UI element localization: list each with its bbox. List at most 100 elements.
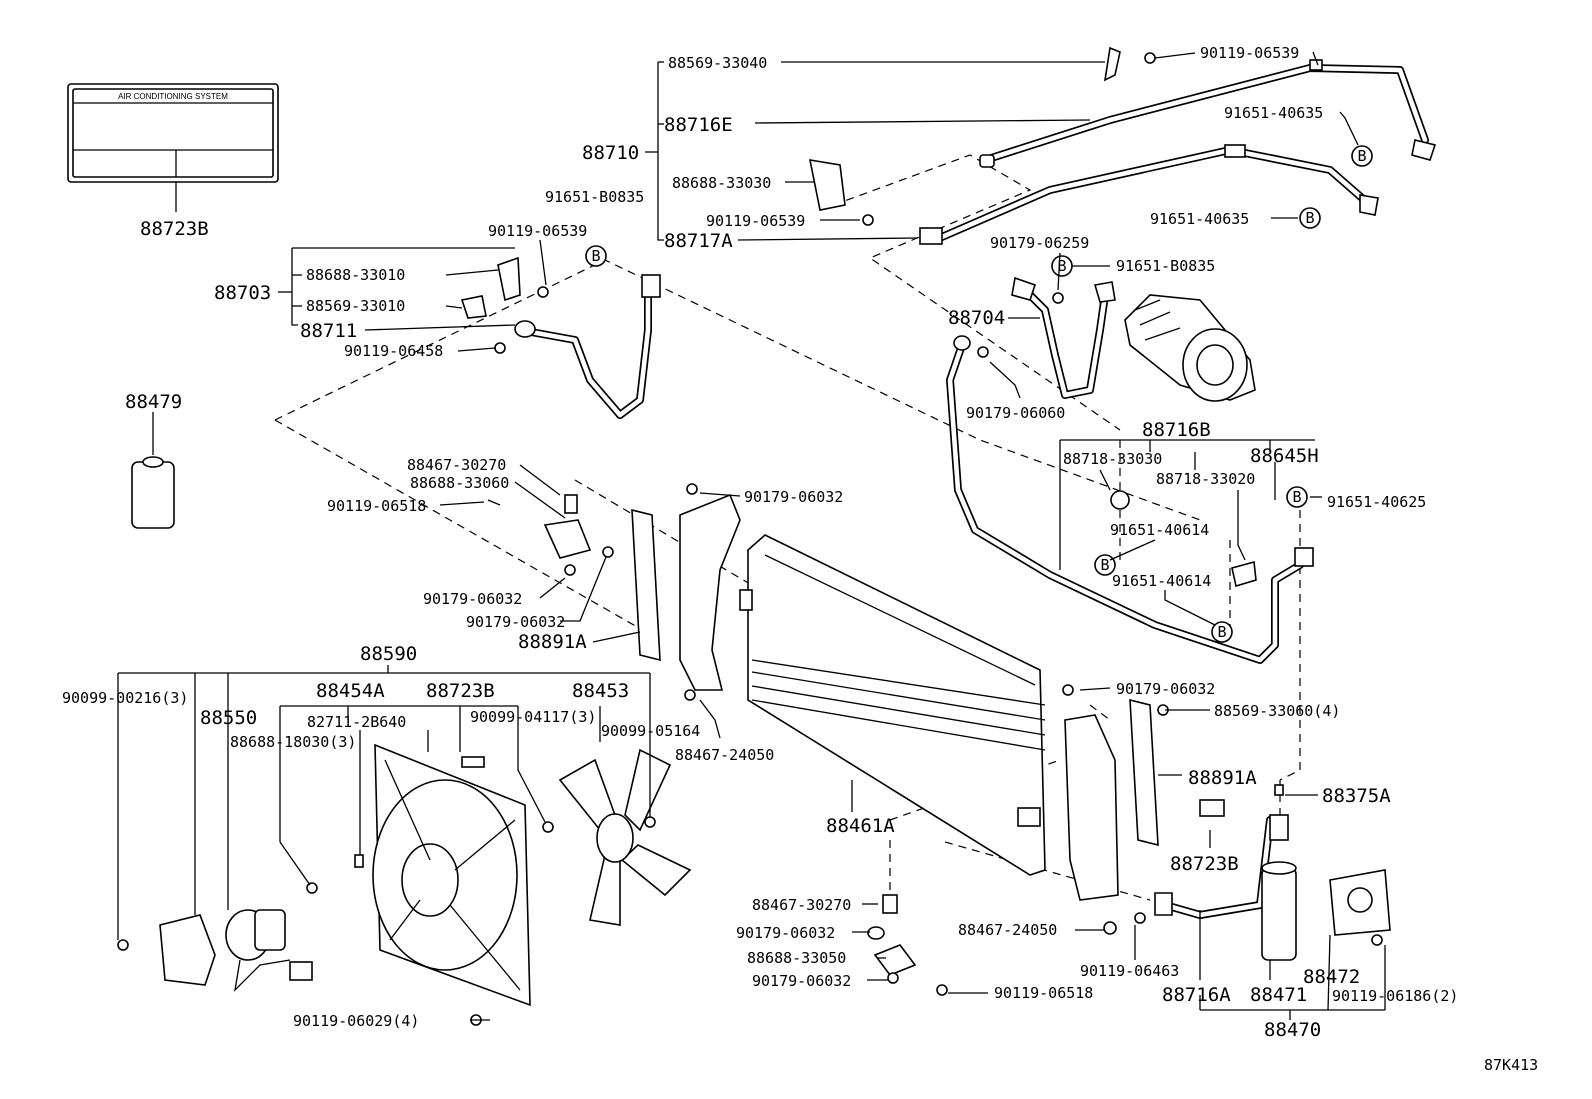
- svg-text:B: B: [1305, 209, 1314, 227]
- callout-90099-04117: 90099-04117(3): [470, 708, 596, 726]
- callout-91651-40614-b: 91651-40614: [1112, 572, 1211, 590]
- callout-88645H: 88645H: [1250, 445, 1319, 467]
- callout-90179-06032-c: 90179-06032: [744, 488, 843, 506]
- callout-88467-24050-a: 88467-24050: [675, 746, 774, 764]
- callout-88723B-top: 88723B: [140, 218, 209, 240]
- callout-88718-33030: 88718-33030: [1063, 450, 1162, 468]
- callout-90119-06186: 90119-06186(2): [1332, 987, 1458, 1005]
- callout-91651-B0835-b: 91651-B0835: [1116, 257, 1215, 275]
- callout-90119-06458: 90119-06458: [344, 342, 443, 360]
- pipe-fittings: [460, 46, 1437, 916]
- callout-88688-18030: 88688-18030(3): [230, 733, 356, 751]
- callout-88716B: 88716B: [1142, 419, 1211, 441]
- callout-88688-33050: 88688-33050: [747, 949, 846, 967]
- fan-shroud-88454A: [372, 743, 531, 1007]
- fan-motor-88550: [159, 909, 313, 992]
- radiator-support-88467-24050: [679, 493, 741, 691]
- callout-88472: 88472: [1303, 966, 1360, 988]
- callout-82711-2B640: 82711-2B640: [307, 713, 406, 731]
- callout-88716E: 88716E: [664, 114, 733, 136]
- b-marker-icon: B: [1351, 145, 1373, 167]
- svg-text:B: B: [1357, 147, 1366, 165]
- ac-label-sticker: AIR CONDITIONING SYSTEM: [67, 83, 279, 212]
- callout-88704: 88704: [948, 307, 1005, 329]
- leader-lines: [117, 51, 1386, 1021]
- callout-88467-24050-b: 88467-24050: [958, 921, 1057, 939]
- callout-88467-30270-a: 88467-30270: [407, 456, 506, 474]
- figure-id: 87K413: [1484, 1056, 1538, 1074]
- b-marker-icon: B: [1211, 621, 1233, 643]
- callout-88891A-b: 88891A: [1188, 767, 1257, 789]
- callout-88454A: 88454A: [316, 680, 385, 702]
- callout-88723B-mid: 88723B: [426, 680, 495, 702]
- drier-bracket-88472: [1329, 869, 1391, 936]
- callout-88467-30270-b: 88467-30270: [752, 896, 851, 914]
- callout-88590: 88590: [360, 643, 417, 665]
- callout-90179-06032-a: 90179-06032: [423, 590, 522, 608]
- svg-text:B: B: [1100, 556, 1109, 574]
- callout-88716A: 88716A: [1162, 984, 1231, 1006]
- callout-91651-40635-b: 91651-40635: [1150, 210, 1249, 228]
- b-marker-icon: B: [585, 245, 607, 267]
- callout-91651-40625: 91651-40625: [1327, 493, 1426, 511]
- callout-90119-06539-a: 90119-06539: [488, 222, 587, 240]
- callout-90179-06060: 90179-06060: [966, 404, 1065, 422]
- bracket-88688-33060: [487, 494, 614, 576]
- condenser-side-support: [1064, 714, 1119, 901]
- side-bracket-88891A-right: [1129, 698, 1159, 847]
- callout-88688-33010: 88688-33010: [306, 266, 405, 284]
- callout-88479: 88479: [125, 391, 182, 413]
- callout-88550: 88550: [200, 707, 257, 729]
- callout-90179-06259: 90179-06259: [990, 234, 1089, 252]
- callout-88710: 88710: [582, 142, 639, 164]
- svg-text:B: B: [1057, 257, 1066, 275]
- sticker-title: AIR CONDITIONING SYSTEM: [118, 92, 228, 101]
- callout-90179-06032-f: 90179-06032: [752, 972, 851, 990]
- callout-labels: 88723B 88479 88703 88688-33010 88569-330…: [62, 44, 1538, 1074]
- callout-88453: 88453: [572, 680, 629, 702]
- callout-88718-33020: 88718-33020: [1156, 470, 1255, 488]
- callout-91651-40635-a: 91651-40635: [1224, 104, 1323, 122]
- b-marker-icon: B: [1299, 207, 1321, 229]
- bolt-markers: B B B B B B B: [585, 145, 1373, 643]
- callout-90119-06518-b: 90119-06518: [994, 984, 1093, 1002]
- callout-88891A-a: 88891A: [518, 631, 587, 653]
- callout-88688-33060: 88688-33060: [410, 474, 509, 492]
- callout-90119-06029: 90119-06029(4): [293, 1012, 419, 1030]
- callout-88569-33040: 88569-33040: [668, 54, 767, 72]
- fan-88453: [558, 748, 692, 926]
- receiver-drier-88471: [1261, 784, 1297, 961]
- callout-91651-B0835-a: 91651-B0835: [545, 188, 644, 206]
- receiver-88479: [131, 412, 175, 529]
- callout-91651-40614-a: 91651-40614: [1110, 521, 1209, 539]
- b-marker-icon: B: [1286, 486, 1308, 508]
- condenser-88461A: [739, 534, 1046, 876]
- callout-90179-06032-d: 90179-06032: [1116, 680, 1215, 698]
- svg-text:B: B: [1217, 623, 1226, 641]
- callout-90099-00216: 90099-00216(3): [62, 689, 188, 707]
- svg-text:B: B: [591, 247, 600, 265]
- callout-88569-33010: 88569-33010: [306, 297, 405, 315]
- callout-88461A: 88461A: [826, 815, 895, 837]
- callout-90179-06032-b: 90179-06032: [466, 613, 565, 631]
- callout-90119-06539-b: 90119-06539: [706, 212, 805, 230]
- callout-88375A: 88375A: [1322, 785, 1391, 807]
- callout-88723B-right: 88723B: [1170, 853, 1239, 875]
- compressor: [1124, 294, 1256, 402]
- callout-88703: 88703: [214, 282, 271, 304]
- callout-88711: 88711: [300, 320, 357, 342]
- side-bracket-88891A-left: [631, 508, 661, 662]
- svg-text:B: B: [1292, 488, 1301, 506]
- bracket-88688-33050: [867, 894, 917, 984]
- small-hardware: [117, 52, 1383, 1026]
- callout-88470: 88470: [1264, 1019, 1321, 1041]
- callout-90179-06032-e: 90179-06032: [736, 924, 835, 942]
- callout-88717A: 88717A: [664, 230, 733, 252]
- callout-90099-05164: 90099-05164: [601, 722, 700, 740]
- callout-90119-06518-a: 90119-06518: [327, 497, 426, 515]
- callout-90119-06539-c: 90119-06539: [1200, 44, 1299, 62]
- callout-88471: 88471: [1250, 984, 1307, 1006]
- b-marker-icon: B: [1051, 255, 1073, 277]
